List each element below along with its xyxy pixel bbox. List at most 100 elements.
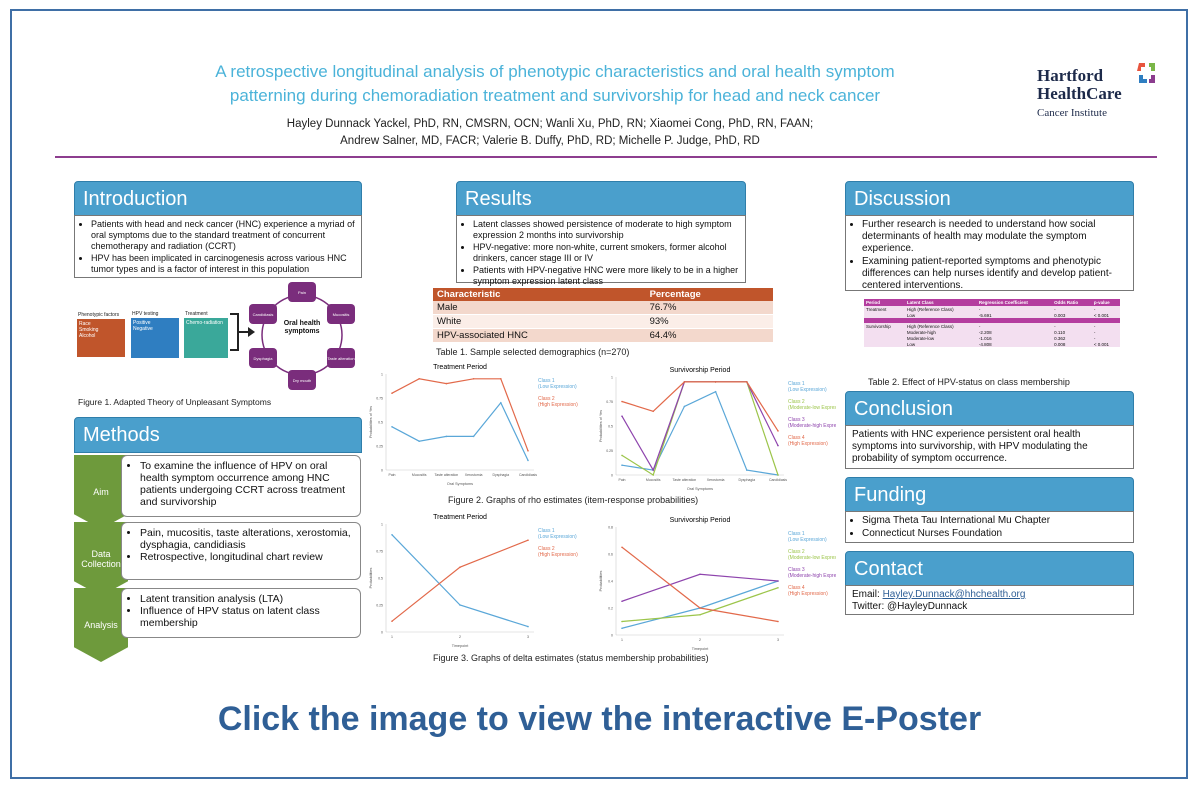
x-tick-label: Candidiasis (769, 478, 787, 482)
x-tick-label: Mucositis (412, 473, 427, 477)
y-tick-label: 1 (381, 523, 383, 527)
node-pain: Pain (288, 282, 316, 302)
y-tick-label: 0.25 (606, 449, 613, 453)
data-point (391, 534, 393, 536)
series-line (621, 381, 779, 476)
data-point (445, 382, 448, 385)
table-1-caption: Table 1. Sample selected demographics (n… (436, 347, 630, 357)
data-point (683, 381, 686, 383)
legend-entry: Class 2 (538, 546, 555, 552)
x-axis-label: Oral Symptoms (447, 482, 473, 486)
chart-title: Treatment Period (433, 364, 487, 371)
y-tick-label: 0.4 (608, 580, 613, 584)
data-point (418, 440, 420, 442)
data-point (777, 620, 779, 623)
legend-entry: (Moderate-low Expression) (788, 405, 836, 411)
data-point (527, 450, 529, 452)
discussion-heading: Discussion (845, 181, 1134, 217)
series-line (391, 378, 529, 452)
data-point (777, 474, 779, 476)
y-tick-label: 0 (381, 631, 383, 635)
y-axis-label: Probabilities (369, 568, 373, 589)
node-dysphagia: Dysphagia (249, 348, 277, 368)
authors-line-2: Andrew Salner, MD, FACR; Valerie B. Duff… (340, 135, 760, 147)
legend-entry: Class 2 (788, 399, 805, 405)
data-point (527, 625, 529, 628)
data-point (683, 405, 686, 408)
y-tick-label: 0.5 (608, 425, 613, 429)
data-point (527, 459, 529, 462)
discussion-text: Further research is needed to understand… (845, 215, 1134, 291)
data-point (391, 426, 393, 428)
hartford-healthcare-logo: Hartford HealthCare Cancer Institute (1037, 63, 1167, 119)
legend-entry: (Low Expression) (538, 534, 577, 540)
funding-text: Sigma Theta Tau International Mu Chapter… (845, 511, 1134, 543)
x-tick-label: Mucositis (646, 478, 661, 482)
legend-entry: (High Expression) (538, 552, 578, 558)
y-tick-label: 0.75 (376, 550, 383, 554)
data-point (418, 378, 420, 380)
figure-3-caption: Figure 3. Graphs of delta estimates (sta… (433, 653, 709, 663)
data-point (472, 435, 475, 438)
data-point (621, 600, 623, 603)
x-tick-label: Dysphagia (739, 478, 756, 482)
y-tick-label: 0.2 (608, 607, 613, 611)
contact-heading: Contact (845, 551, 1134, 587)
legend-entry: Class 4 (788, 435, 805, 441)
x-tick-label: Pain (388, 473, 395, 477)
x-tick-label: Taste alteration (673, 478, 697, 482)
phenotypic-factors-box: Phenotypic factors Race Smoking Alcohol (76, 310, 126, 358)
email-link[interactable]: Hayley.Dunnack@hhchealth.org (882, 589, 1026, 600)
hpv-testing-box: HPV testing Positive Negative (131, 310, 179, 358)
data-point (777, 580, 779, 582)
y-tick-label: 0.25 (376, 604, 383, 608)
data-point (652, 474, 654, 476)
legend-entry: Class 1 (538, 378, 555, 384)
conclusion-heading: Conclusion (845, 391, 1134, 427)
x-tick-label: Xerostomia (465, 473, 483, 477)
data-point (391, 620, 393, 622)
x-tick-label: Taste alteration (435, 473, 459, 477)
y-axis-label: Probabilities of Yes (599, 410, 603, 442)
introduction-bullet: Patients with head and neck cancer (HNC)… (91, 219, 355, 252)
data-point (746, 469, 748, 471)
poster-title-line-1: A retrospective longitudinal analysis of… (215, 62, 895, 81)
data-point (699, 607, 701, 609)
title-divider (55, 156, 1157, 158)
legend-entry: Class 2 (538, 396, 555, 402)
aim-arrow: Aim (74, 455, 128, 529)
data-point (652, 410, 654, 413)
legend-entry: (Moderate-low Expression) (788, 555, 836, 561)
x-tick-label: 3 (527, 635, 529, 639)
data-point (621, 627, 623, 630)
table-2-hpv-effect: Period Latent Class Regression Coefficie… (864, 299, 1120, 347)
legend-entry: Class 2 (788, 549, 805, 555)
x-tick-label: 2 (699, 638, 701, 642)
funding-heading: Funding (845, 477, 1134, 513)
y-tick-label: 0 (381, 469, 383, 473)
figure-1-caption: Figure 1. Adapted Theory of Unpleasant S… (78, 397, 272, 407)
data-point (391, 392, 393, 394)
methods-heading: Methods (74, 417, 362, 453)
series-line (621, 381, 779, 432)
y-tick-label: 0.75 (606, 400, 613, 404)
node-dry-mouth: Dry mouth (288, 370, 316, 390)
data-point (777, 444, 779, 447)
view-eposter-link[interactable]: Click the image to view the interactive … (217, 700, 982, 738)
y-tick-label: 0.8 (608, 526, 613, 530)
y-tick-label: 0.5 (378, 421, 383, 425)
conclusion-text: Patients with HNC experience persistent … (845, 425, 1134, 469)
chart-title: Survivorship Period (670, 517, 731, 524)
legend-entry: (High Expression) (788, 441, 828, 447)
y-tick-label: 1 (381, 373, 383, 377)
